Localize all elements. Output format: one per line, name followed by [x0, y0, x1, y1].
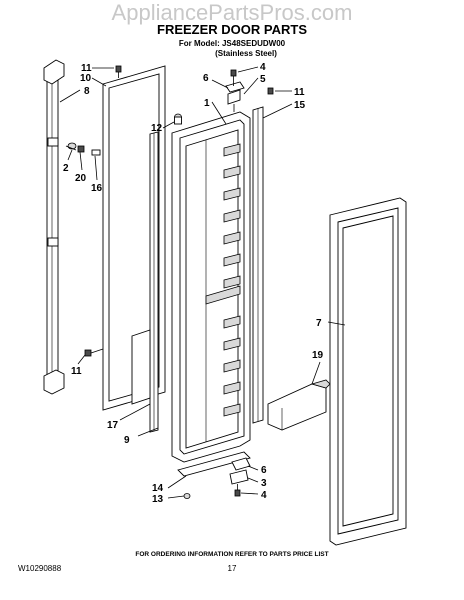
callout-9: 9	[124, 435, 130, 446]
callout-6-top: 6	[203, 73, 209, 84]
screw-part-11c	[84, 348, 104, 357]
ordering-note: FOR ORDERING INFORMATION REFER TO PARTS …	[135, 551, 328, 558]
callout-2: 2	[63, 163, 69, 174]
callout-19: 19	[312, 350, 324, 361]
callout-5: 5	[260, 74, 266, 85]
model-line: For Model: JS48SEDUDW00	[179, 39, 286, 48]
callout-20: 20	[75, 173, 87, 184]
callout-4-bottom: 4	[261, 490, 267, 501]
callout-15: 15	[294, 100, 306, 111]
finish-line: (Stainless Steel)	[215, 49, 277, 58]
callout-16: 16	[91, 183, 103, 194]
leader-lines	[59, 66, 346, 499]
page-title: FREEZER DOOR PARTS	[157, 22, 307, 37]
door-gasket-part-10	[102, 65, 166, 411]
door-liner-part-1	[171, 111, 251, 463]
callout-11-top-left: 11	[81, 63, 92, 74]
trim-strip-part-15	[252, 106, 264, 424]
hinge-bar-part-8	[43, 59, 65, 395]
callout-7: 7	[316, 318, 322, 329]
callout-10: 10	[80, 73, 92, 84]
callout-8: 8	[84, 86, 90, 97]
callout-12: 12	[151, 123, 163, 134]
callout-labels: 11 10 8 6 4 5 11 15 1 12 2 20 16 7 19 11…	[63, 62, 324, 505]
top-hinge-parts-4-5-6	[225, 69, 245, 112]
document-number: W10290888	[18, 564, 62, 573]
watermark-text: AppliancePartsPros.com	[112, 0, 353, 25]
screw-part-11a	[115, 65, 122, 78]
outer-door-part-7	[329, 197, 407, 546]
callout-3: 3	[261, 478, 267, 489]
callout-11-right: 11	[294, 87, 305, 98]
callout-6-bottom: 6	[261, 465, 267, 476]
screw-part-11b	[267, 87, 274, 95]
bottom-hinge-parts-3-4-6-13-14	[177, 451, 251, 499]
callout-1: 1	[204, 98, 210, 109]
trim-strip-part-9	[131, 131, 159, 433]
plug-part-12	[174, 113, 182, 125]
hinge-hardware-parts-2-20-16	[65, 142, 101, 156]
callout-14: 14	[152, 483, 164, 494]
callout-11-lower-left: 11	[71, 366, 82, 377]
door-shelf-bins	[205, 143, 241, 417]
callout-17: 17	[107, 420, 119, 431]
door-bin-part-19	[267, 379, 331, 431]
page-number: 17	[228, 564, 237, 573]
callout-4-top: 4	[260, 62, 266, 73]
callout-13: 13	[152, 494, 164, 505]
